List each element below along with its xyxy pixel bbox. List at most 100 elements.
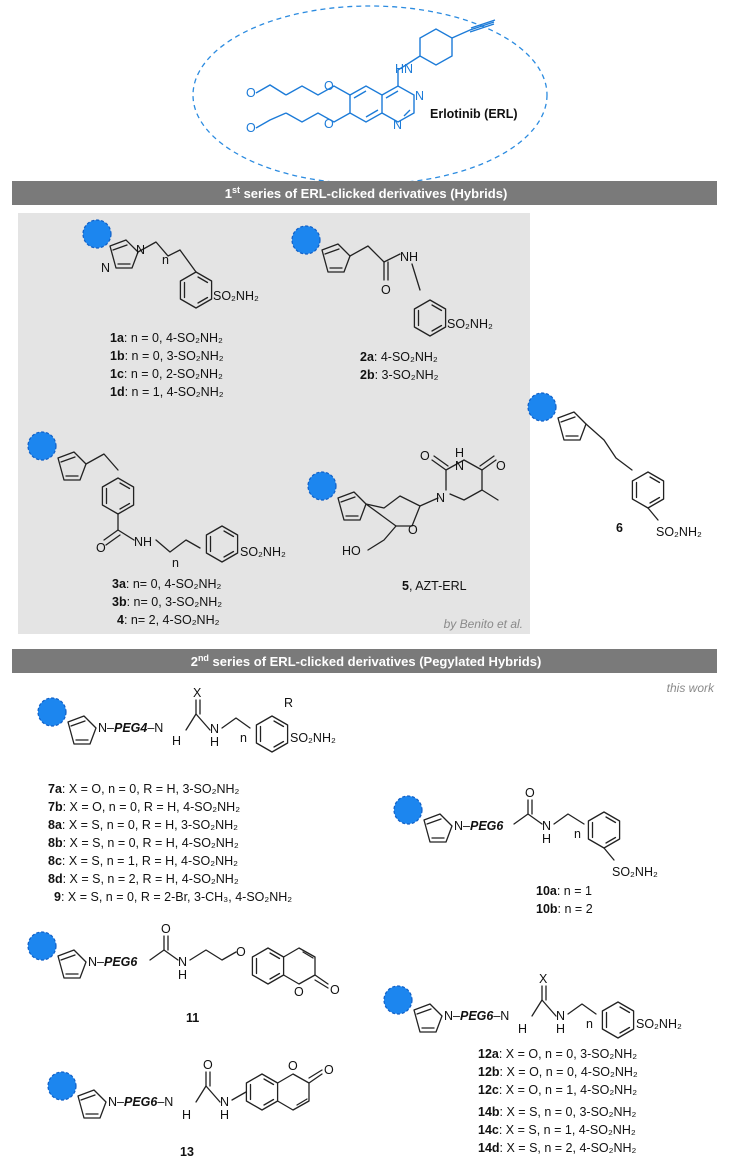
erl-dot-2 — [291, 225, 321, 255]
label-9: 9: X = S, n = 0, R = 2-Br, 3-CH₃, 4-SO₂N… — [54, 890, 292, 904]
h-label: H — [210, 735, 219, 749]
n-label: N — [556, 1009, 565, 1023]
erl-dot-7 — [37, 697, 67, 727]
label-1c: 1c: n = 0, 2-SO₂NH₂ — [110, 367, 223, 381]
so2nh2-label: SO₂NH₂ — [213, 289, 259, 303]
compound-7-labels: 7a: X = O, n = 0, R = H, 3-SO₂NH₂ 7b: X … — [48, 782, 292, 904]
so2nh2-label: SO₂NH₂ — [636, 1017, 682, 1031]
label-11: 11 — [186, 1011, 199, 1025]
h-label: H — [182, 1108, 191, 1122]
erlotinib-o-label-1: O — [324, 79, 334, 93]
h-label: H — [178, 968, 187, 982]
o-label: O — [161, 922, 171, 936]
n-label: N–PEG4–N — [98, 721, 163, 735]
erlotinib-dashed-ellipse — [192, 5, 548, 185]
label-13: 13 — [180, 1145, 194, 1159]
erl-dot-12 — [383, 985, 413, 1015]
label-12c: 12c: X = O, n = 1, 4-SO₂NH₂ — [478, 1083, 637, 1097]
n-label: n — [586, 1017, 593, 1031]
erlotinib-n-label-1: N — [415, 89, 424, 103]
n-label: N — [136, 243, 145, 257]
o-label: O — [525, 786, 535, 800]
series1-credit: by Benito et al. — [444, 617, 523, 631]
label-7b: 7b: X = O, n = 0, R = H, 4-SO₂NH₂ — [48, 800, 240, 814]
n-label: N–PEG6 — [454, 819, 504, 833]
o-label: O — [496, 459, 506, 473]
erlotinib-hn-label: HN — [395, 62, 413, 76]
label-12a: 12a: X = O, n = 0, 3-SO₂NH₂ — [478, 1047, 637, 1061]
so2nh2-label: SO₂NH₂ — [447, 317, 493, 331]
compound-12-structure: N–PEG6–N H X N H n SO₂NH₂ — [383, 972, 682, 1039]
label-14b: 14b: X = S, n = 0, 3-SO₂NH₂ — [478, 1105, 637, 1119]
compound-10-structure: N–PEG6 O N H n SO₂NH₂ — [393, 786, 658, 879]
label-12b: 12b: X = O, n = 0, 4-SO₂NH₂ — [478, 1065, 638, 1079]
so2nh2-label: SO₂NH₂ — [656, 525, 702, 539]
n-label: N–PEG6–N — [108, 1095, 173, 1109]
label-4: 4: n= 2, 4-SO₂NH₂ — [117, 613, 220, 627]
n-label: N — [455, 459, 464, 473]
label-3a: 3a: n= 0, 4-SO₂NH₂ — [112, 577, 222, 591]
compound-1-labels: 1a: n = 0, 4-SO₂NH₂ 1b: n = 0, 3-SO₂NH₂ … — [110, 331, 224, 399]
compound-3-structure: O NH n SO₂NH₂ — [27, 431, 286, 570]
o-label: O — [381, 283, 391, 297]
erl-dot-5 — [307, 471, 337, 501]
so2nh2-label: SO₂NH₂ — [240, 545, 286, 559]
o-label: O — [236, 945, 246, 959]
n-label: n — [240, 731, 247, 745]
n-label: N–PEG6 — [88, 955, 138, 969]
n-label: n — [162, 253, 169, 267]
label-5: 5, AZT-ERL — [402, 579, 467, 593]
series2-title-bar — [12, 649, 717, 673]
compound-7-structure: N–PEG4–N H X N H n R SO₂NH₂ — [37, 686, 336, 753]
compound-2-labels: 2a: 4-SO₂NH₂ 2b: 3-SO₂NH₂ — [360, 350, 439, 382]
label-10b: 10b: n = 2 — [536, 902, 593, 916]
erl-dot-10 — [393, 795, 423, 825]
erl-dot-11 — [27, 931, 57, 961]
label-1d: 1d: n = 1, 4-SO₂NH₂ — [110, 385, 224, 399]
h-label: H — [220, 1108, 229, 1122]
erlotinib-o-label-2: O — [324, 117, 334, 131]
n-label: n — [574, 827, 581, 841]
label-7a: 7a: X = O, n = 0, R = H, 3-SO₂NH₂ — [48, 782, 240, 796]
so2nh2-label: SO₂NH₂ — [612, 865, 658, 879]
label-1b: 1b: n = 0, 3-SO₂NH₂ — [110, 349, 224, 363]
n-label: N — [101, 261, 110, 275]
label-10a: 10a: n = 1 — [536, 884, 592, 898]
erl-dot-13 — [47, 1071, 77, 1101]
x-label: X — [539, 972, 548, 986]
o-label: O — [96, 541, 106, 555]
n-label: N — [542, 819, 551, 833]
o-label: O — [420, 449, 430, 463]
label-8b: 8b: X = S, n = 0, R = H, 4-SO₂NH₂ — [48, 836, 239, 850]
compound-12-labels: 12a: X = O, n = 0, 3-SO₂NH₂ 12b: X = O, … — [478, 1047, 638, 1155]
label-8a: 8a: X = S, n = 0, R = H, 3-SO₂NH₂ — [48, 818, 238, 832]
h-label: H — [542, 832, 551, 846]
ho-label: HO — [342, 544, 361, 558]
erlotinib-label: Erlotinib (ERL) — [430, 107, 518, 121]
nh-label: NH — [134, 535, 152, 549]
series1-panel — [18, 213, 530, 634]
compound-13-structure: N–PEG6–N H O N H O O — [47, 1058, 334, 1122]
label-2a: 2a: 4-SO₂NH₂ — [360, 350, 438, 364]
o-label: O — [203, 1058, 213, 1072]
erl-dot-3 — [27, 431, 57, 461]
label-3b: 3b: n= 0, 3-SO₂NH₂ — [112, 595, 222, 609]
series2-title: 2nd series of ERL-clicked derivatives (P… — [191, 653, 542, 669]
compound-10-labels: 10a: n = 1 10b: n = 2 — [536, 884, 593, 916]
x-label: X — [193, 686, 202, 700]
h-label: H — [172, 734, 181, 748]
nh-label: NH — [400, 250, 418, 264]
h-label: H — [455, 446, 464, 460]
h-label: H — [556, 1022, 565, 1036]
o-label: O — [408, 523, 418, 537]
label-8c: 8c: X = S, n = 1, R = H, 4-SO₂NH₂ — [48, 854, 238, 868]
label-14c: 14c: X = S, n = 1, 4-SO₂NH₂ — [478, 1123, 636, 1137]
erlotinib-o-label-4: O — [246, 121, 256, 135]
erl-dot-6 — [527, 392, 557, 422]
r-label: R — [284, 696, 293, 710]
o-label: O — [294, 985, 304, 999]
o-label: O — [324, 1063, 334, 1077]
label-2b: 2b: 3-SO₂NH₂ — [360, 368, 439, 382]
n-label: N — [220, 1095, 229, 1109]
